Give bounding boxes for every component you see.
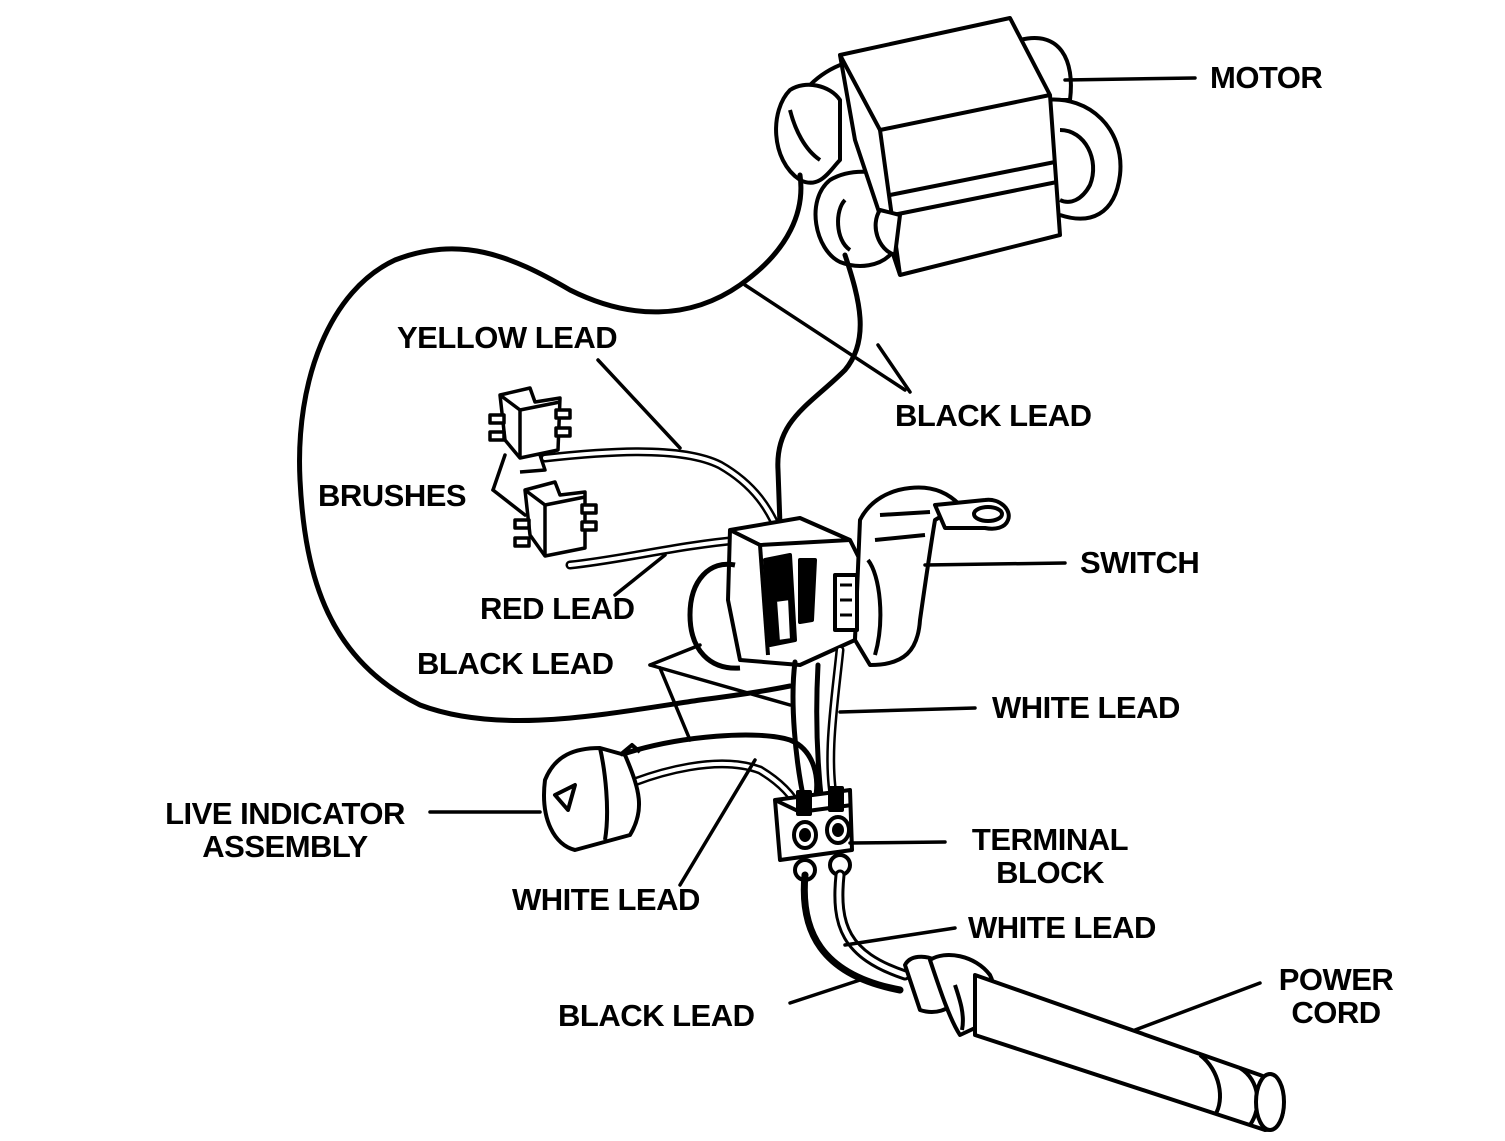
terminal-block-icon	[773, 786, 854, 882]
label-black-lead-top: BLACK LEAD	[895, 398, 1092, 433]
black-lead-motor-to-switch	[775, 252, 863, 528]
label-white-lead-bottom-right: WHITE LEAD	[968, 910, 1156, 945]
brush-lower-icon	[513, 480, 598, 558]
label-terminal-block-line1: TERMINAL	[971, 822, 1129, 857]
leader-lines	[428, 76, 1262, 1032]
label-power-cord-line2: CORD	[1291, 994, 1381, 1030]
switch-icon	[687, 485, 1011, 671]
label-white-lead-bottom-left: WHITE LEAD	[512, 882, 700, 917]
label-live-indicator-line1: LIVE INDICATOR	[165, 796, 405, 831]
label-power-cord: POWER CORD	[1266, 962, 1406, 1030]
label-black-lead-middle: BLACK LEAD	[417, 646, 614, 681]
label-live-indicator-assembly: LIVE INDICATOR ASSEMBLY	[145, 796, 425, 864]
label-motor: MOTOR	[1210, 60, 1323, 95]
label-white-lead-right: WHITE LEAD	[992, 690, 1180, 725]
black-lead-to-cord	[800, 871, 904, 994]
black-lead-switch-to-terminal	[790, 659, 808, 808]
label-live-indicator-line2: ASSEMBLY	[202, 828, 368, 864]
label-yellow-lead: YELLOW LEAD	[397, 320, 618, 355]
label-black-lead-bottom: BLACK LEAD	[558, 998, 755, 1033]
power-cord-icon	[903, 953, 1286, 1132]
label-switch: SWITCH	[1080, 545, 1200, 580]
white-lead-to-indicator	[610, 759, 805, 815]
brush-upper-icon	[488, 386, 572, 474]
black-lead-to-indicator	[617, 732, 820, 803]
live-indicator-icon	[542, 743, 642, 852]
label-power-cord-line1: POWER	[1278, 962, 1394, 997]
label-brushes: BRUSHES	[318, 478, 467, 513]
motor-icon	[774, 16, 1123, 277]
label-terminal-block-line2: BLOCK	[996, 854, 1104, 890]
black-lead-loop	[297, 172, 804, 723]
label-red-lead: RED LEAD	[480, 591, 635, 626]
label-terminal-block: TERMINAL BLOCK	[950, 822, 1150, 890]
